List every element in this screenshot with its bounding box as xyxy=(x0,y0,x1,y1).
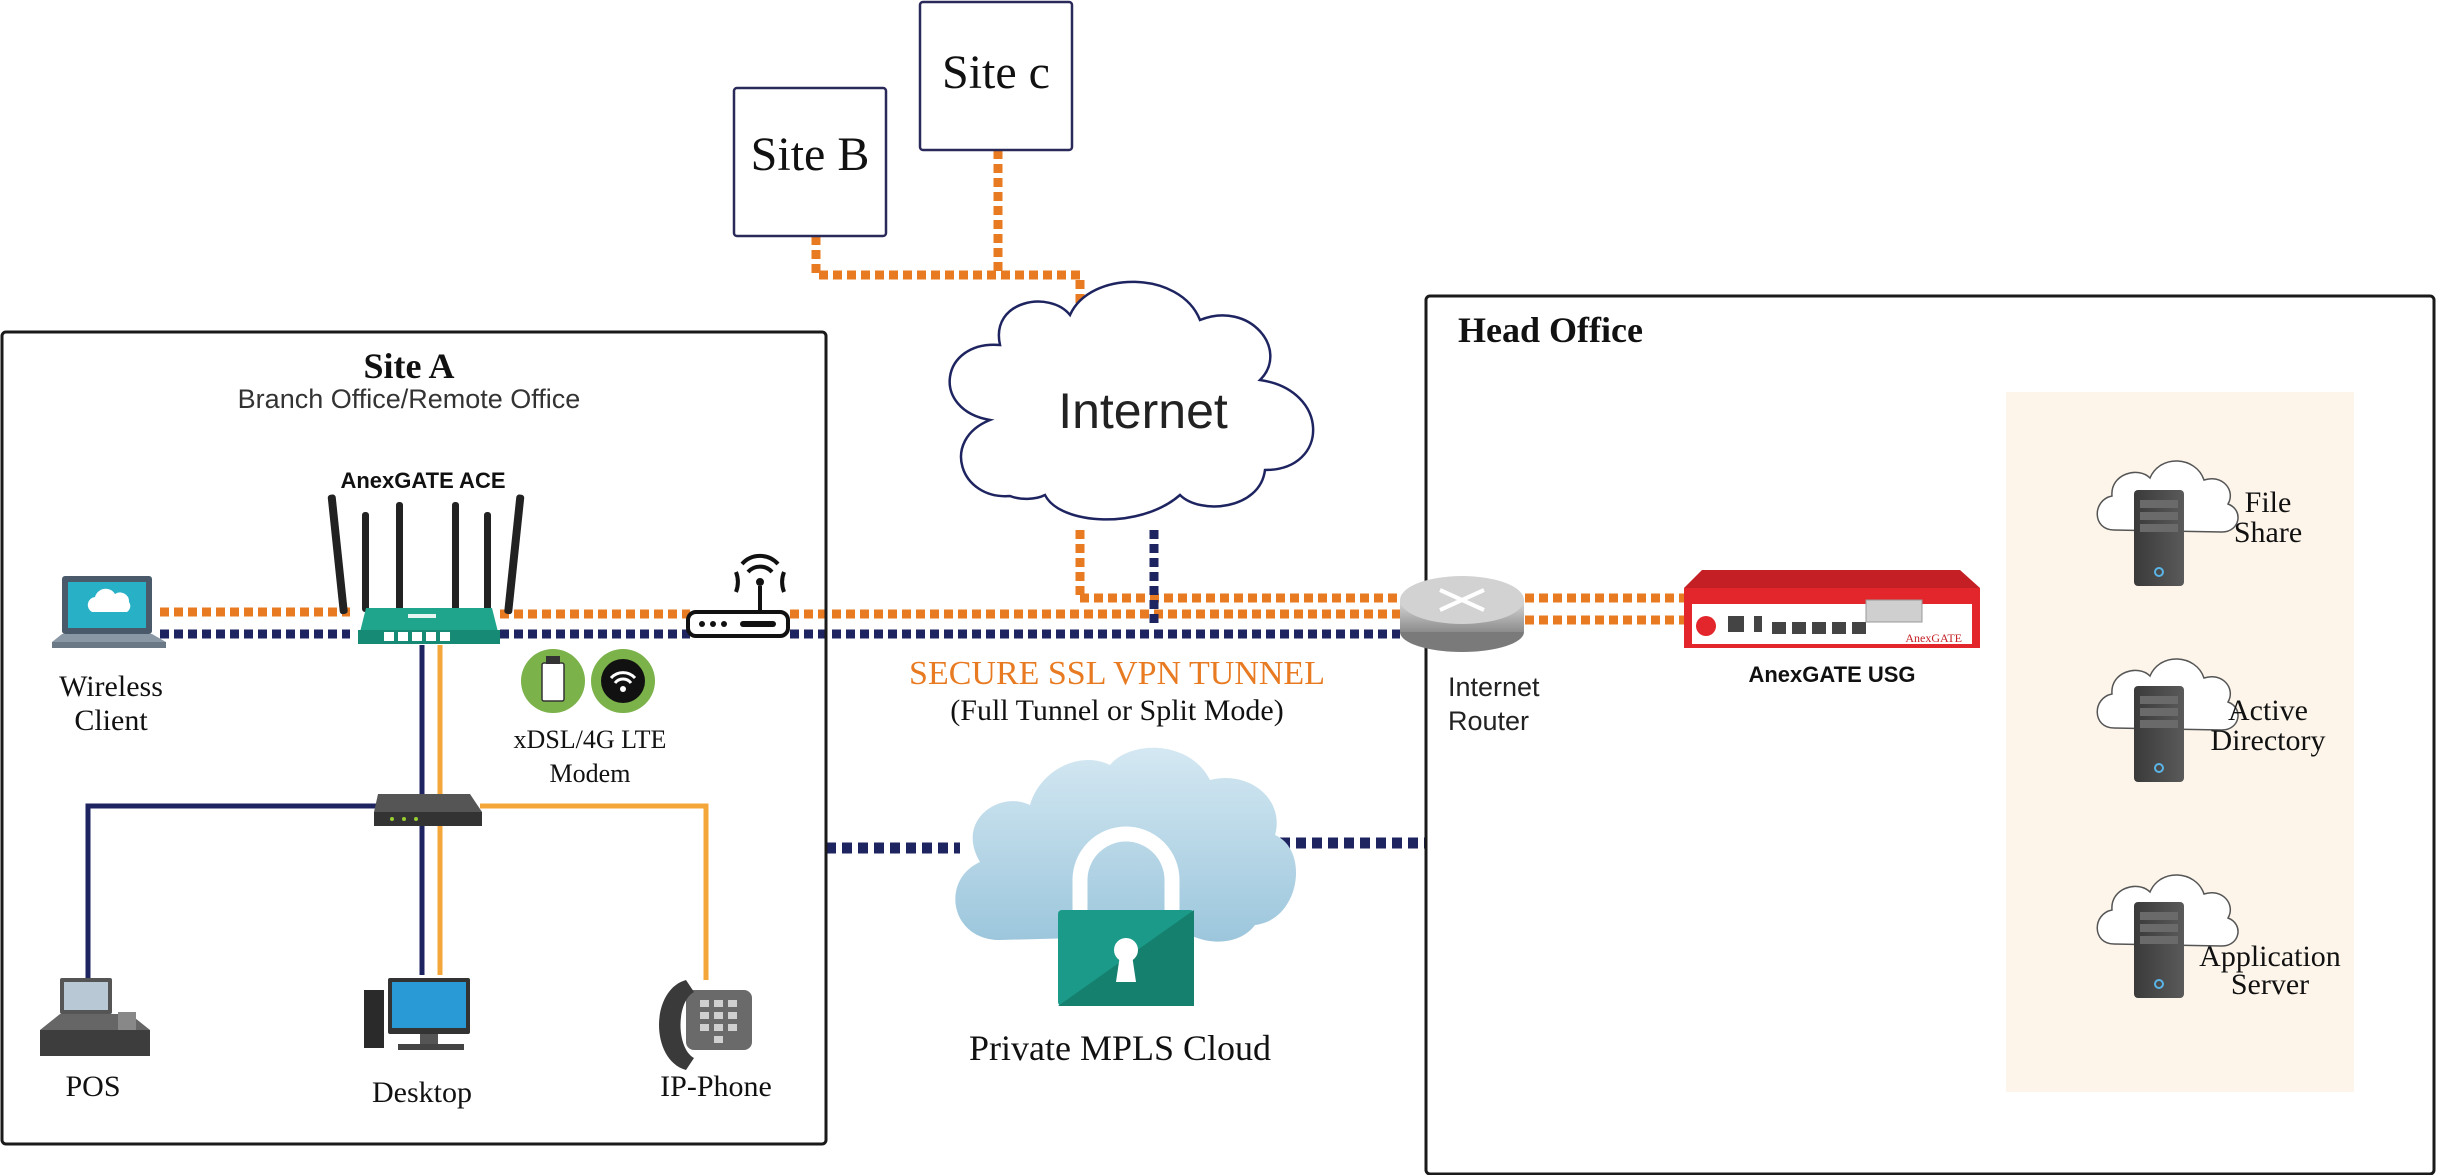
modem-label-2: Modem xyxy=(550,759,631,788)
connection-lines xyxy=(85,150,2100,980)
anexgate-ace-icon[interactable] xyxy=(327,494,525,644)
active-directory-label-1: Active xyxy=(2228,694,2308,727)
router-label-2: Router xyxy=(1448,706,1529,736)
internet-label: Internet xyxy=(1058,383,1228,439)
mpls-label: Private MPLS Cloud xyxy=(969,1028,1271,1068)
modem-icon[interactable] xyxy=(686,553,790,638)
wireless-client-label-1: Wireless xyxy=(59,670,163,703)
link-site-b-internet xyxy=(811,236,1085,310)
internet-cloud[interactable]: Internet xyxy=(948,280,1315,521)
site-b-box[interactable]: Site B xyxy=(732,86,888,238)
anexgate-usg-icon[interactable]: AnexGATE xyxy=(1684,570,1980,648)
desktop-icon[interactable] xyxy=(364,978,470,1050)
file-share-label-1: File xyxy=(2245,486,2292,519)
internet-router-icon[interactable] xyxy=(1400,576,1524,652)
site-a-box: Site A Branch Office/Remote Office AnexG… xyxy=(0,330,828,1146)
lte-modem-icon xyxy=(591,649,655,713)
ip-phone-label: IP-Phone xyxy=(660,1070,772,1103)
file-share-label-2: Share xyxy=(2234,516,2302,549)
site-c-box[interactable]: Site c xyxy=(918,0,1074,152)
application-server-label-2: Server xyxy=(2231,968,2309,1001)
vpn-tunnel-subtitle: (Full Tunnel or Split Mode) xyxy=(950,694,1283,727)
usg-label: AnexGATE USG xyxy=(1748,662,1915,687)
pos-label: POS xyxy=(65,1070,120,1103)
desktop-label: Desktop xyxy=(372,1076,472,1109)
file-share-server[interactable] xyxy=(2096,460,2239,586)
wireless-client-label-2: Client xyxy=(74,704,148,737)
lock-shackle xyxy=(1072,826,1180,915)
lan-switch-phone xyxy=(480,803,709,980)
modem-label-1: xDSL/4G LTE xyxy=(514,725,667,754)
active-directory-server[interactable] xyxy=(2096,658,2239,782)
head-office-title: Head Office xyxy=(1458,310,1643,350)
site-a-title: Site A xyxy=(363,346,454,386)
vpn-tunnel-title: SECURE SSL VPN TUNNEL xyxy=(909,655,1325,692)
ace-label: AnexGATE ACE xyxy=(340,468,505,493)
router-label-1: Internet xyxy=(1448,672,1540,702)
laptop-icon[interactable] xyxy=(52,576,166,648)
site-a-subtitle: Branch Office/Remote Office xyxy=(238,384,581,414)
ip-phone-icon[interactable] xyxy=(659,980,752,1070)
active-directory-label-2: Directory xyxy=(2211,724,2326,757)
pos-terminal-icon[interactable] xyxy=(40,978,150,1056)
application-server[interactable] xyxy=(2096,874,2239,998)
lan-switch-pos xyxy=(85,803,378,980)
switch-icon[interactable] xyxy=(374,794,482,826)
usb-dongle-icon xyxy=(521,649,585,713)
usg-brand-text: AnexGATE xyxy=(1905,631,1962,645)
application-server-label-1: Application xyxy=(2199,940,2341,973)
site-b-label: Site B xyxy=(751,128,870,181)
site-c-label: Site c xyxy=(942,46,1050,99)
mpls-cloud[interactable] xyxy=(955,747,1297,1006)
